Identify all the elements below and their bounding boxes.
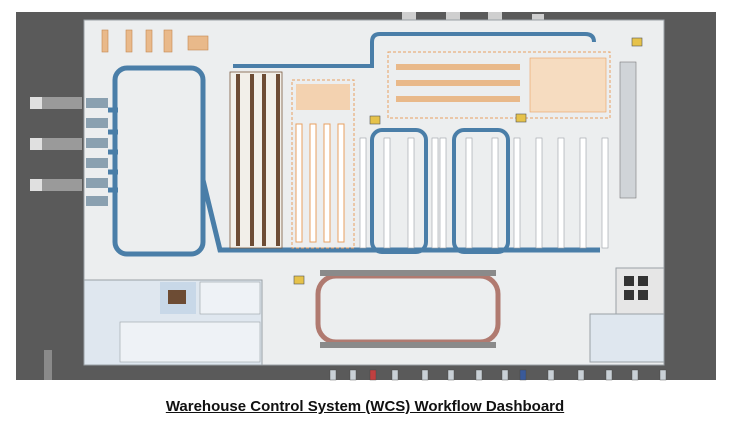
conveyor-loop-left [108,65,600,257]
parking-marker [44,350,52,380]
equipment-room [589,267,665,363]
sortation-loop [315,270,501,348]
aisle-conveyor-loops [370,128,510,254]
rack-block [229,71,283,249]
dashboard-caption: Warehouse Control System (WCS) Workflow … [165,398,565,415]
shelf-aisles [359,137,609,249]
office-area [83,279,263,366]
right-wall-rack [619,61,637,199]
conveyor-top-line [233,32,596,68]
pallet-zone-upper [387,51,611,119]
pallet-storage-grid-1 [291,79,355,249]
car-icon [329,369,667,381]
forklift-icon [293,37,643,285]
truck-docks-left [30,97,108,206]
top-dock-doors [402,12,544,20]
staging-pallets [101,29,209,53]
